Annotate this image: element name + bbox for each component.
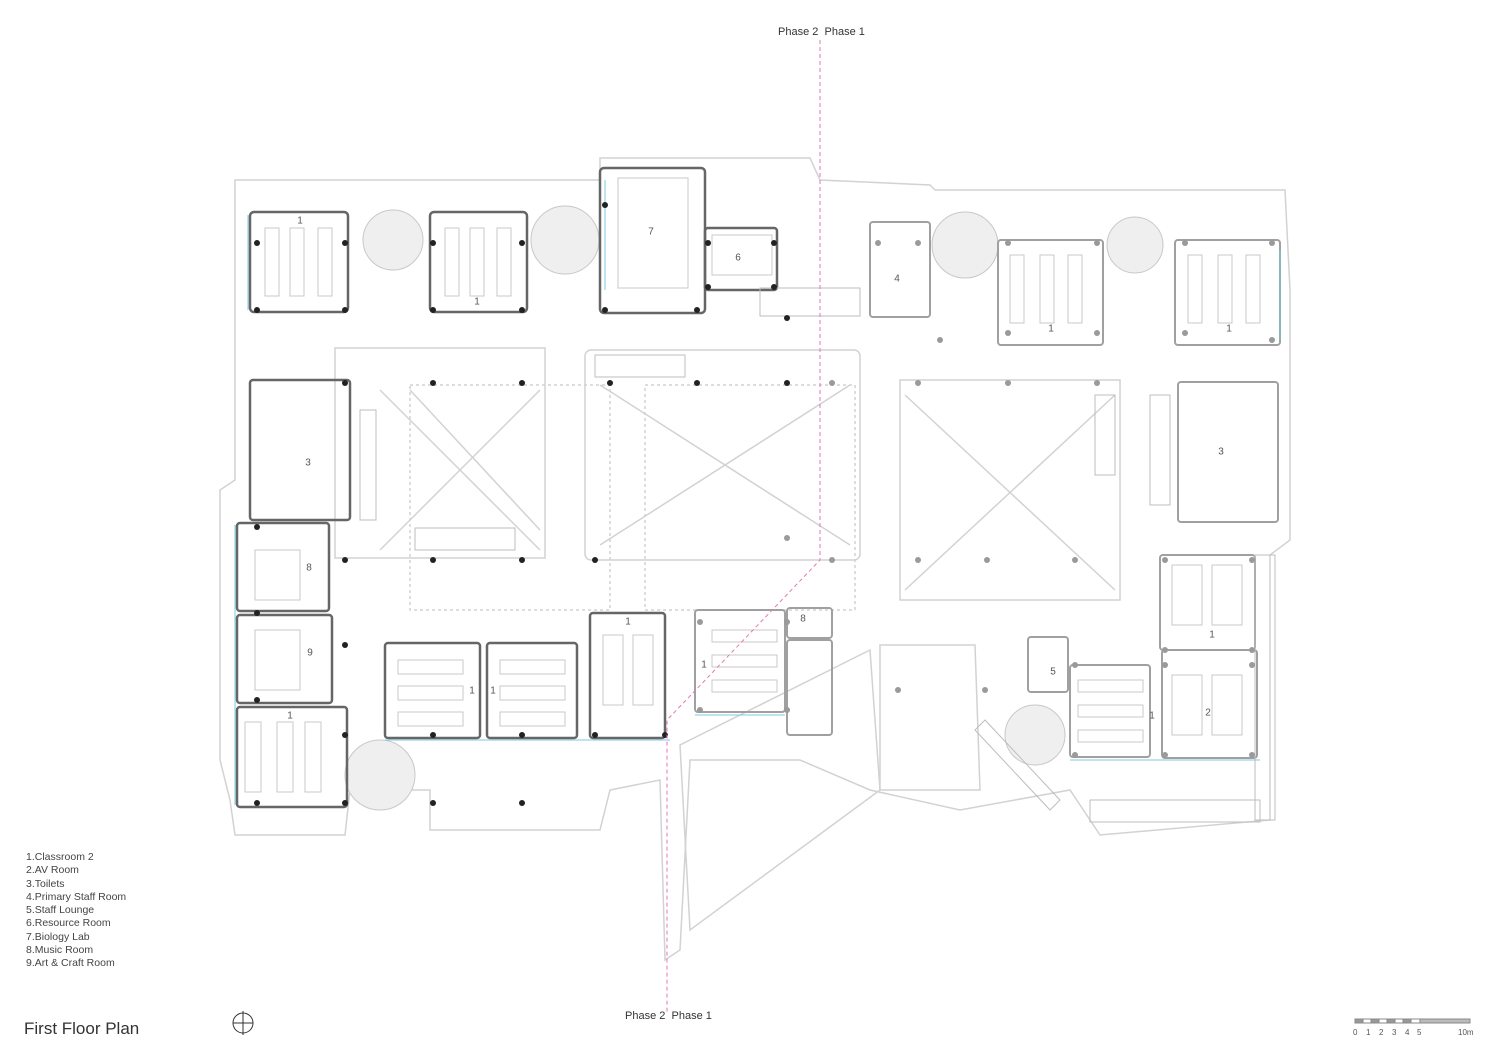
room-classroom-i — [1159, 554, 1256, 651]
drawing-title: First Floor Plan — [24, 1019, 140, 1038]
room-label: 5 — [1050, 666, 1056, 678]
phase-1-label-bottom: Phase 1 — [671, 1010, 712, 1022]
room-classroom-g — [997, 239, 1104, 346]
room-label: 1 — [490, 685, 496, 697]
room-label: 8 — [800, 613, 806, 625]
room-art-craft — [235, 613, 334, 705]
room-classroom-j — [1069, 664, 1151, 758]
room-label: 6 — [735, 252, 741, 264]
slab-outline — [219, 157, 1291, 962]
room-label: 1 — [1226, 323, 1232, 335]
phase-divider-line — [666, 40, 821, 1012]
room-label: 4 — [894, 273, 900, 285]
room-classroom-f — [588, 611, 667, 740]
room-label: 1 — [1149, 710, 1155, 722]
room-label: 1 — [625, 616, 631, 628]
legend-item: 8.Music Room — [26, 944, 94, 957]
scale-end-label: 10m — [1458, 1028, 1474, 1037]
legend: 1.Classroom 2 2.AV Room 3.Toilets 4.Prim… — [26, 851, 126, 971]
void-right — [899, 379, 1121, 601]
room-classroom-a — [248, 210, 350, 314]
scale-tick-label: 2 — [1379, 1028, 1384, 1037]
tree-icon — [931, 211, 999, 279]
legend-item: 4.Primary Staff Room — [26, 890, 127, 903]
room-music-left — [235, 521, 331, 613]
scale-tick-label: 3 — [1392, 1028, 1397, 1037]
legend-item: 2.AV Room — [26, 864, 79, 877]
tree-icon — [1004, 704, 1066, 766]
room-classroom-b — [428, 210, 529, 314]
room-label: 9 — [307, 647, 313, 659]
north-arrow-icon — [232, 1011, 254, 1035]
room-classroom-k — [694, 609, 786, 713]
room-label: 2 — [1205, 707, 1211, 719]
legend-item: 3.Toilets — [26, 877, 65, 890]
room-classroom-d — [383, 641, 482, 740]
void-centre — [584, 349, 861, 561]
room-label: 3 — [305, 457, 311, 469]
room-label: 1 — [701, 659, 707, 671]
stair-right — [786, 639, 833, 736]
phase-2-label-top: Phase 2 — [778, 26, 819, 38]
room-label: 8 — [306, 562, 312, 574]
tree-icon — [344, 739, 416, 811]
legend-item: 9.Art & Craft Room — [26, 957, 115, 970]
scale-tick-label: 0 — [1353, 1028, 1358, 1037]
room-label: 1 — [1048, 323, 1054, 335]
tree-icon — [362, 209, 424, 271]
room-label: 1 — [287, 710, 293, 722]
room-biology-lab — [598, 166, 707, 315]
room-staff-lounge — [1027, 636, 1069, 693]
void-left — [334, 347, 546, 559]
scale-tick-label: 4 — [1405, 1028, 1410, 1037]
room-av — [1161, 649, 1258, 759]
legend-item: 6.Resource Room — [26, 917, 111, 930]
legend-item: 5.Staff Lounge — [26, 904, 95, 917]
scale-bar — [1354, 1018, 1471, 1024]
tree-icon — [530, 205, 600, 275]
room-label: 7 — [648, 226, 654, 238]
room-label: 1 — [469, 685, 475, 697]
phase-1-label-top: Phase 1 — [824, 26, 865, 38]
phase-2-label-bottom: Phase 2 — [625, 1010, 666, 1022]
room-resource — [703, 226, 779, 292]
scale-tick-label: 5 — [1417, 1028, 1422, 1037]
ramp-area — [679, 648, 881, 932]
room-label: 1 — [1209, 629, 1215, 641]
room-classroom-e — [485, 641, 579, 740]
legend-item: 1.Classroom 2 — [26, 851, 94, 863]
room-music-right — [786, 607, 833, 639]
tree-icon — [1106, 216, 1164, 274]
room-toilets-left — [248, 378, 352, 522]
room-toilets-right — [1177, 381, 1279, 523]
room-label: 3 — [1218, 446, 1224, 458]
legend-item: 7.Biology Lab — [26, 930, 90, 943]
scale-tick-label: 1 — [1366, 1028, 1371, 1037]
room-classroom-c — [235, 705, 349, 809]
room-label: 1 — [474, 296, 480, 308]
room-label: 1 — [297, 215, 303, 227]
room-primary-staff — [869, 221, 931, 318]
